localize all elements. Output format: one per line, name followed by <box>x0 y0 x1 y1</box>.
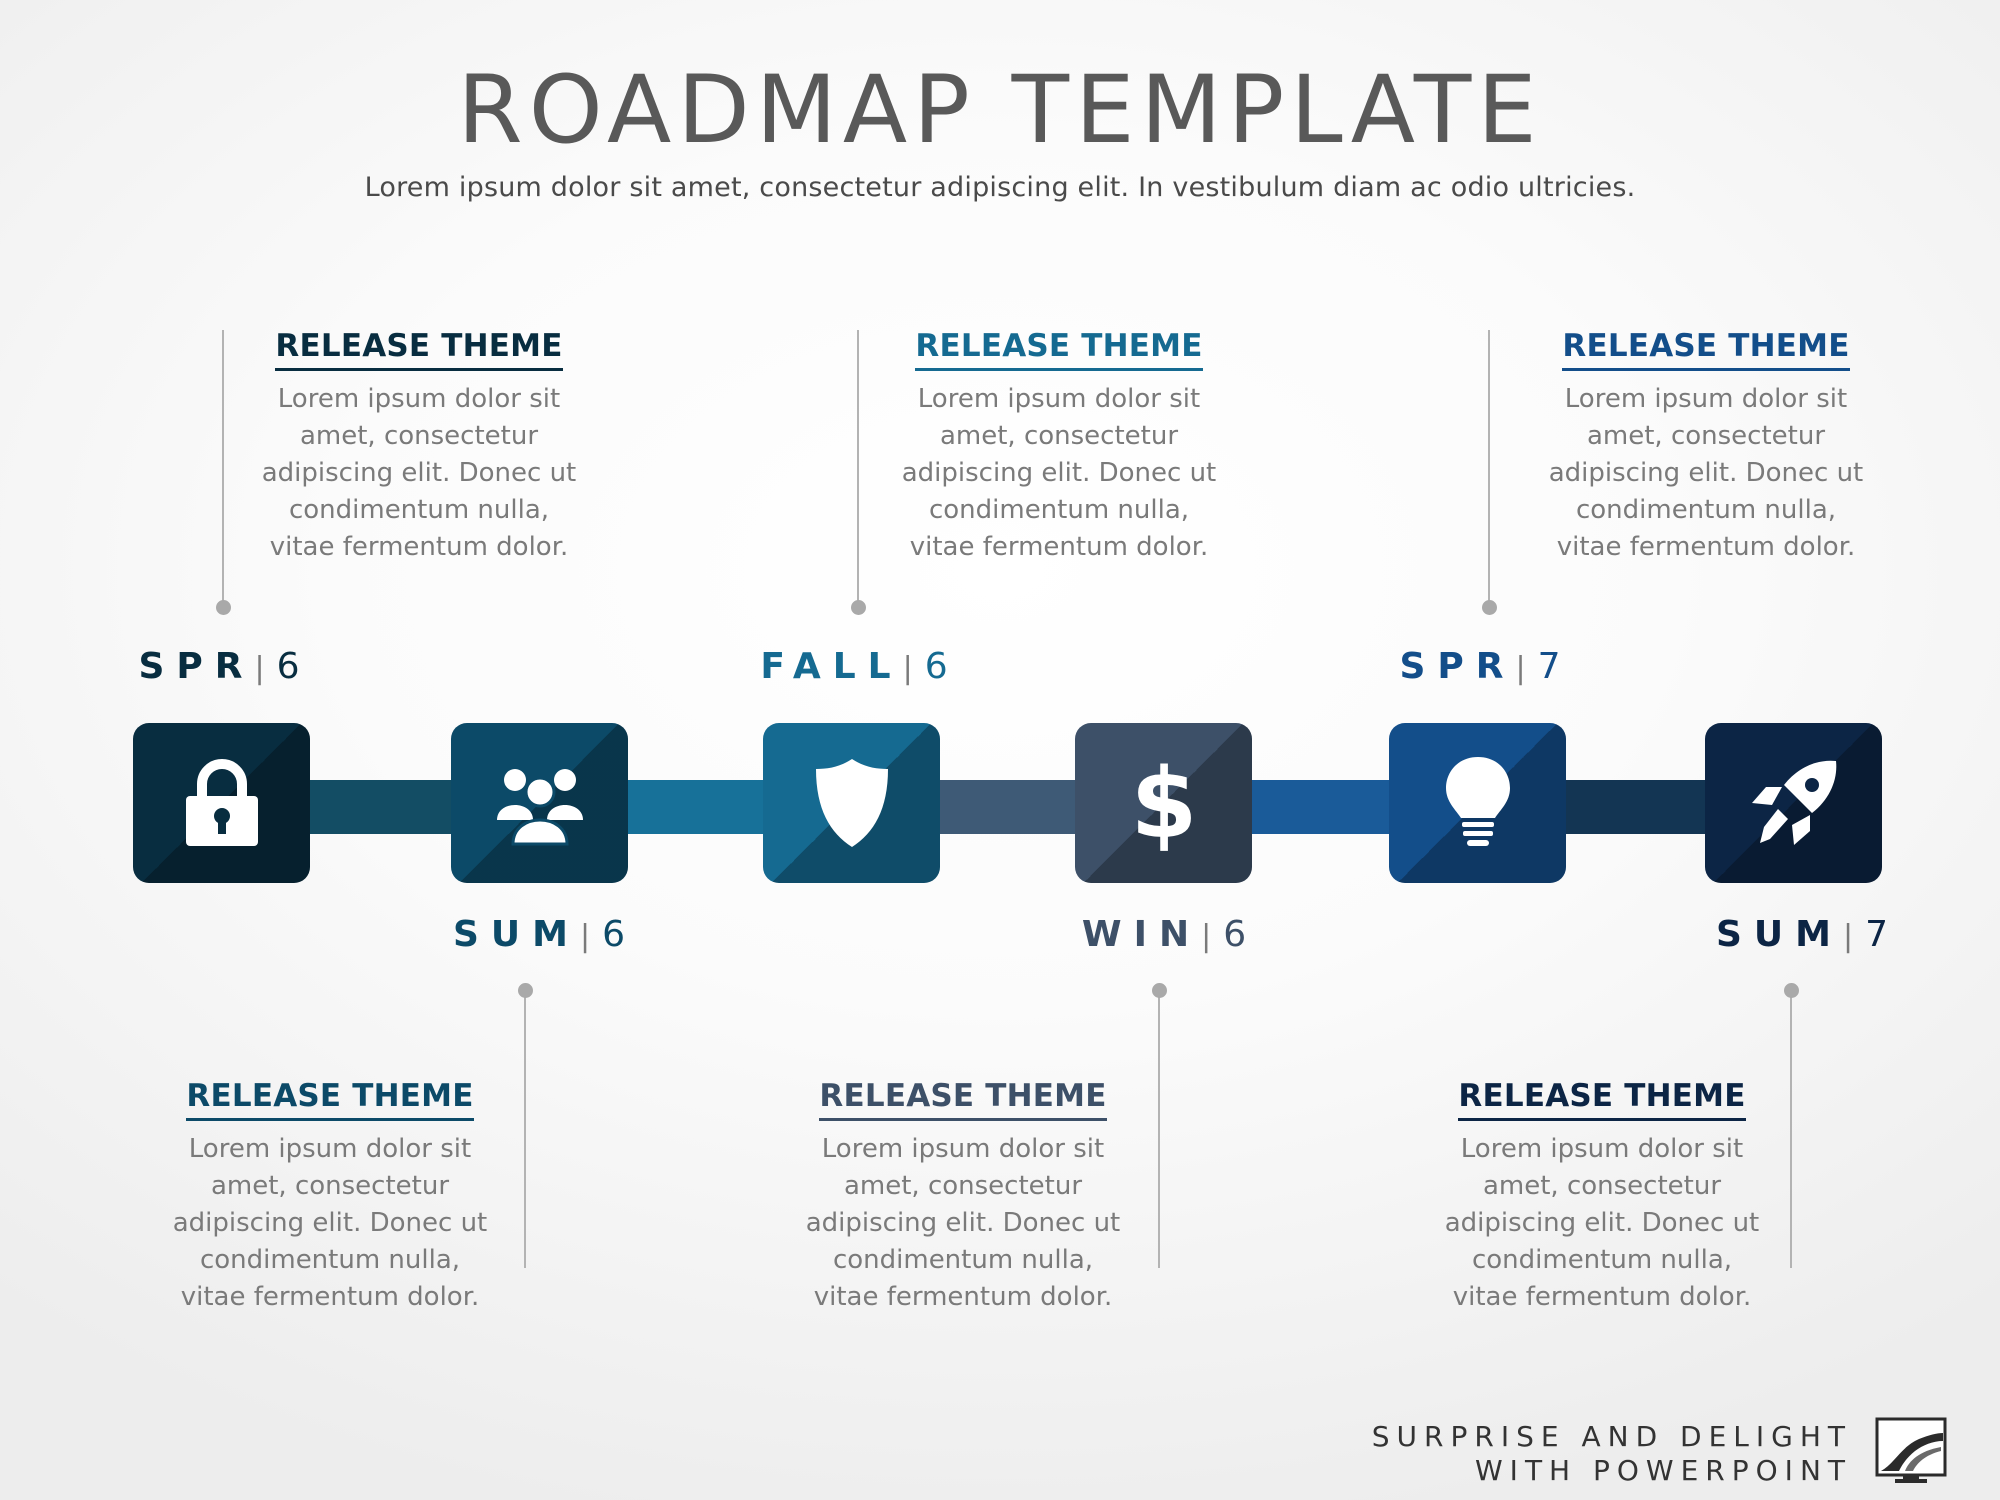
season-separator: | <box>579 919 603 954</box>
milestone-icon-box[interactable] <box>133 723 310 883</box>
milestone-icon-box[interactable] <box>451 723 628 883</box>
release-theme-block: RELEASE THEME Lorem ipsum dolor sit amet,… <box>879 328 1239 566</box>
brand-line-1: SURPRISE AND DELIGHT <box>1371 1420 1852 1453</box>
release-theme-block: RELEASE THEME Lorem ipsum dolor sit amet,… <box>1422 1078 1782 1316</box>
release-theme-text: Lorem ipsum dolor sit amet, consectetur … <box>261 384 577 562</box>
page-title: ROADMAP TEMPLATE <box>457 56 1543 165</box>
milestone-icon-box[interactable] <box>1705 723 1882 883</box>
season-year: 7 <box>1537 646 1573 687</box>
page-subtitle: Lorem ipsum dolor sit amet, consectetur … <box>364 172 1636 203</box>
season-year: 6 <box>276 646 312 687</box>
season-year: 7 <box>1865 914 1900 955</box>
release-theme-title: RELEASE THEME <box>819 1078 1107 1121</box>
brand-line-2: WITH POWERPOINT <box>1475 1454 1852 1487</box>
connector-bar <box>308 780 453 834</box>
icon-shadow <box>1075 723 1252 883</box>
season-code: SPR <box>138 646 255 687</box>
leader-dot <box>1482 600 1497 615</box>
milestone-icon-box[interactable] <box>1389 723 1566 883</box>
leader-line <box>222 330 224 608</box>
season-separator: | <box>1515 651 1538 686</box>
release-theme-text: Lorem ipsum dolor sit amet, consectetur … <box>172 1134 488 1312</box>
connector-bar <box>1250 780 1391 834</box>
season-label: FALL|6 <box>740 646 980 687</box>
connector-bar <box>1564 780 1707 834</box>
season-year: 6 <box>602 914 637 955</box>
season-separator: | <box>1201 919 1224 954</box>
release-theme-title: RELEASE THEME <box>1562 328 1850 371</box>
brand-logo-icon <box>1875 1417 1947 1483</box>
season-code: SUM <box>1716 914 1843 955</box>
season-label: SUM|7 <box>1688 914 1928 955</box>
leader-line <box>1790 990 1792 1268</box>
season-separator: | <box>254 651 277 686</box>
season-label: WIN|6 <box>1050 914 1290 955</box>
release-theme-block: RELEASE THEME Lorem ipsum dolor sit amet,… <box>1526 328 1886 566</box>
season-separator: | <box>1842 919 1866 954</box>
release-theme-text: Lorem ipsum dolor sit amet, consectetur … <box>1444 1134 1760 1312</box>
season-label: SPR|7 <box>1366 646 1606 687</box>
release-theme-block: RELEASE THEME Lorem ipsum dolor sit amet,… <box>150 1078 510 1316</box>
leader-line <box>524 990 526 1268</box>
connector-bar <box>626 780 765 834</box>
svg-text:$: $ <box>1130 753 1197 853</box>
season-code: SUM <box>453 914 580 955</box>
season-separator: | <box>902 651 925 686</box>
release-theme-title: RELEASE THEME <box>915 328 1203 371</box>
season-year: 6 <box>1223 914 1259 955</box>
milestone-icon-box[interactable] <box>763 723 940 883</box>
release-theme-block: RELEASE THEME Lorem ipsum dolor sit amet,… <box>783 1078 1143 1316</box>
connector-bar <box>938 780 1077 834</box>
release-theme-title: RELEASE THEME <box>275 328 563 371</box>
milestone-icon-box[interactable]: $ <box>1075 723 1252 883</box>
leader-dot <box>1784 983 1799 998</box>
season-year: 6 <box>924 646 960 687</box>
season-code: WIN <box>1081 914 1202 955</box>
leader-line <box>1488 330 1490 608</box>
release-theme-text: Lorem ipsum dolor sit amet, consectetur … <box>1548 384 1864 562</box>
leader-dot <box>216 600 231 615</box>
leader-dot <box>518 983 533 998</box>
release-theme-title: RELEASE THEME <box>1458 1078 1746 1121</box>
leader-dot <box>851 600 866 615</box>
release-theme-text: Lorem ipsum dolor sit amet, consectetur … <box>901 384 1217 562</box>
leader-line <box>857 330 859 608</box>
icon-shadow <box>1705 723 1882 883</box>
season-label: SPR|6 <box>105 646 345 687</box>
release-theme-text: Lorem ipsum dolor sit amet, consectetur … <box>805 1134 1121 1312</box>
season-label: SUM|6 <box>425 914 665 955</box>
release-theme-title: RELEASE THEME <box>186 1078 474 1121</box>
brand-tagline: SURPRISE AND DELIGHT WITH POWERPOINT <box>1372 1420 1852 1488</box>
leader-line <box>1158 990 1160 1268</box>
leader-dot <box>1152 983 1167 998</box>
release-theme-block: RELEASE THEME Lorem ipsum dolor sit amet,… <box>239 328 599 566</box>
season-code: SPR <box>1399 646 1516 687</box>
season-code: FALL <box>760 646 903 687</box>
